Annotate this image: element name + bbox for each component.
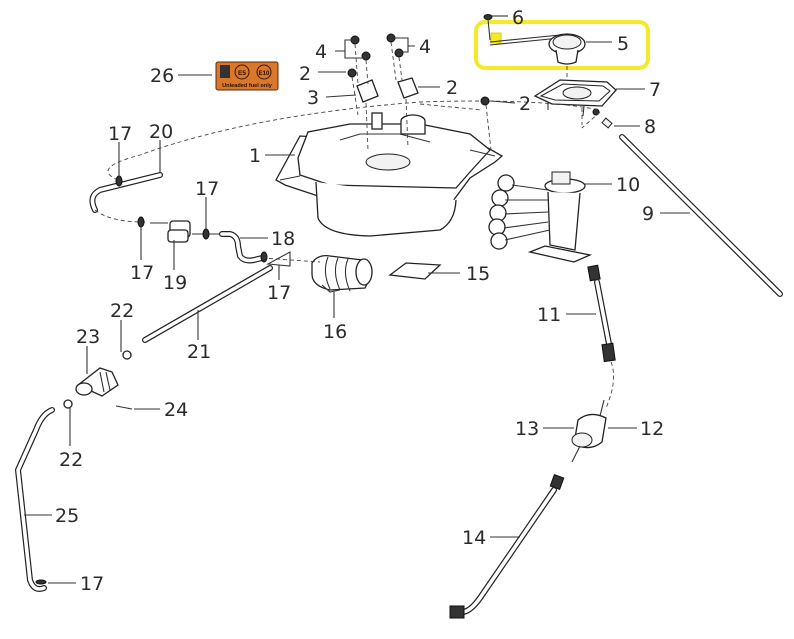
part-24-screw[interactable] bbox=[115, 405, 133, 410]
callout-9[interactable]: 9 bbox=[642, 203, 654, 225]
callout-17-c[interactable]: 17 bbox=[130, 262, 154, 284]
callout-17-a[interactable]: 17 bbox=[108, 123, 132, 145]
part-1-fuel-tank[interactable] bbox=[275, 112, 504, 237]
callout-11[interactable]: 11 bbox=[537, 304, 561, 326]
callout-22-top[interactable]: 22 bbox=[110, 300, 134, 322]
part-4-bolts[interactable] bbox=[350, 33, 404, 85]
leader-lines bbox=[24, 15, 690, 584]
callout-3[interactable]: 3 bbox=[307, 87, 319, 109]
part-26-fuel-label[interactable]: E5 E10 Unleaded fuel only bbox=[215, 61, 279, 91]
part-15-pad[interactable] bbox=[388, 262, 442, 280]
callout-23[interactable]: 23 bbox=[76, 326, 100, 348]
fuel-pump-icon bbox=[220, 65, 230, 78]
callout-numbers: 26 4 4 2 3 2 2 1 5 6 7 8 9 10 11 12 13 1… bbox=[55, 7, 664, 595]
callout-15[interactable]: 15 bbox=[466, 263, 490, 285]
callout-13[interactable]: 13 bbox=[515, 418, 539, 440]
part-20-vent-hose[interactable] bbox=[89, 172, 163, 213]
part-16-canister[interactable] bbox=[311, 255, 373, 293]
callout-22-bottom[interactable]: 22 bbox=[59, 449, 83, 471]
part-10-fuel-pump[interactable] bbox=[488, 171, 593, 263]
callout-26[interactable]: 26 bbox=[150, 65, 174, 87]
part-17-clamp-d[interactable] bbox=[260, 251, 291, 267]
callout-6[interactable]: 6 bbox=[512, 7, 524, 29]
callout-18[interactable]: 18 bbox=[271, 228, 295, 250]
part-2-bracket[interactable] bbox=[397, 77, 419, 149]
part-22-clamp-bottom[interactable] bbox=[63, 399, 73, 409]
callout-24[interactable]: 24 bbox=[164, 399, 188, 421]
callout-14[interactable]: 14 bbox=[462, 527, 486, 549]
part-2-bolt-right[interactable] bbox=[480, 96, 492, 151]
callout-8[interactable]: 8 bbox=[644, 116, 656, 138]
callout-17-b[interactable]: 17 bbox=[195, 178, 219, 200]
part-9-drain-hose[interactable] bbox=[619, 134, 783, 297]
callout-4-left[interactable]: 4 bbox=[315, 41, 327, 63]
callout-12[interactable]: 12 bbox=[640, 418, 664, 440]
callout-25[interactable]: 25 bbox=[55, 505, 79, 527]
callout-2-right[interactable]: 2 bbox=[519, 93, 531, 115]
callout-19[interactable]: 19 bbox=[163, 272, 187, 294]
part-6-screw[interactable] bbox=[483, 14, 493, 41]
callout-2-mid[interactable]: 2 bbox=[446, 77, 458, 99]
part-17-clamp-b[interactable] bbox=[137, 216, 145, 228]
part-19-valve[interactable] bbox=[150, 220, 191, 243]
callout-5[interactable]: 5 bbox=[617, 33, 629, 55]
part-8-fitting[interactable] bbox=[592, 108, 613, 129]
part-2-bolt-left[interactable] bbox=[347, 68, 359, 116]
callout-21[interactable]: 21 bbox=[187, 341, 211, 363]
part-21-fuel-hose[interactable] bbox=[142, 265, 273, 343]
part-12-fuel-filter[interactable] bbox=[571, 399, 607, 463]
callout-16[interactable]: 16 bbox=[323, 321, 347, 343]
part-11-fuel-line[interactable] bbox=[587, 264, 616, 409]
part-14-fuel-hose[interactable] bbox=[449, 474, 565, 619]
part-3-bracket[interactable] bbox=[356, 79, 379, 151]
highlight-box-part-5[interactable] bbox=[474, 20, 650, 70]
callout-2-left[interactable]: 2 bbox=[299, 63, 311, 85]
part-23-fuel-pump[interactable] bbox=[75, 367, 119, 397]
callout-1[interactable]: 1 bbox=[249, 145, 261, 167]
callout-20[interactable]: 20 bbox=[149, 121, 173, 143]
callout-10[interactable]: 10 bbox=[616, 174, 640, 196]
callout-17-d[interactable]: 17 bbox=[267, 282, 291, 304]
part-7-filler-plate[interactable] bbox=[533, 79, 617, 125]
part-17-clamp-c[interactable] bbox=[202, 228, 210, 240]
part-25-hose[interactable] bbox=[14, 407, 55, 592]
part-17-clamp-e[interactable] bbox=[35, 579, 47, 585]
label-e5: E5 bbox=[238, 70, 246, 77]
part-22-clamp-top[interactable] bbox=[122, 350, 132, 360]
callout-7[interactable]: 7 bbox=[649, 79, 661, 101]
label-e10: E10 bbox=[259, 71, 270, 77]
label-unleaded-text: Unleaded fuel only bbox=[222, 83, 273, 89]
part-5-fuel-cap[interactable] bbox=[489, 32, 586, 80]
callout-4-right[interactable]: 4 bbox=[419, 36, 431, 58]
callout-17-e[interactable]: 17 bbox=[80, 573, 104, 595]
